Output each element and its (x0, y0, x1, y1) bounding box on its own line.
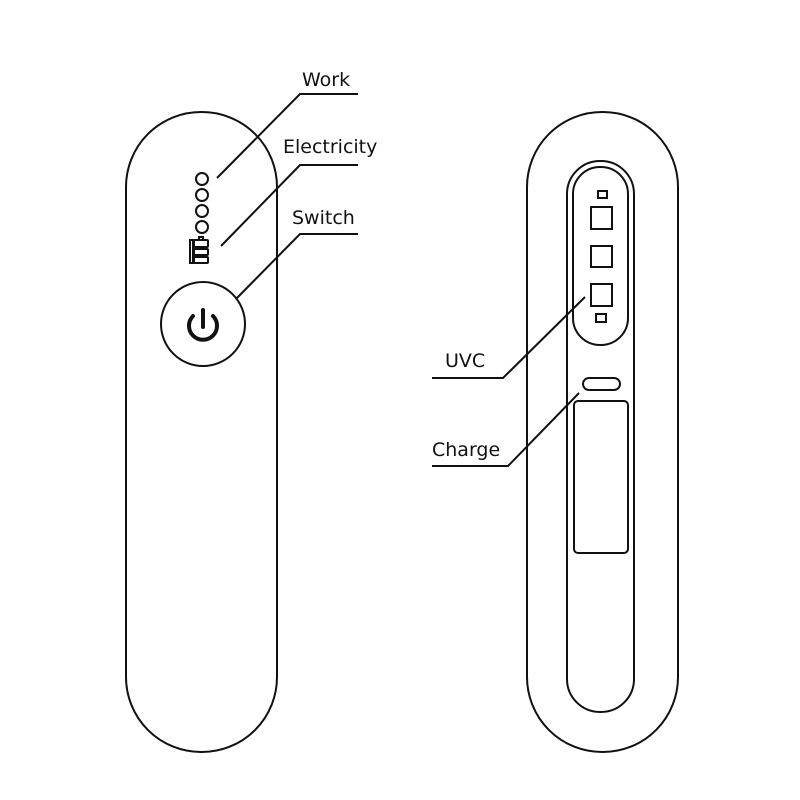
device-body-front (125, 111, 278, 753)
switch-leader-line (235, 233, 358, 300)
power-button[interactable] (160, 281, 246, 367)
power-icon (187, 308, 219, 342)
front-view: Work Electricity Switch (125, 69, 377, 753)
uvc-window (572, 166, 629, 346)
electricity-label: Electricity (283, 136, 377, 158)
cover-panel (573, 400, 629, 554)
electricity-leader-line (220, 164, 358, 247)
uvc-lamps (590, 190, 613, 323)
work-leader-line (216, 93, 358, 179)
charge-leader-line (432, 392, 580, 467)
device-body-back (526, 111, 679, 753)
back-view: UVC Charge (432, 111, 679, 753)
inner-panel (566, 160, 635, 713)
work-label: Work (302, 69, 350, 91)
battery-icon (189, 236, 209, 264)
uvc-label: UVC (445, 350, 485, 372)
charge-label: Charge (432, 439, 500, 461)
switch-label: Switch (292, 207, 355, 229)
charge-port (582, 377, 621, 391)
uvc-leader-line (432, 296, 586, 379)
work-dots-icon (195, 172, 209, 234)
